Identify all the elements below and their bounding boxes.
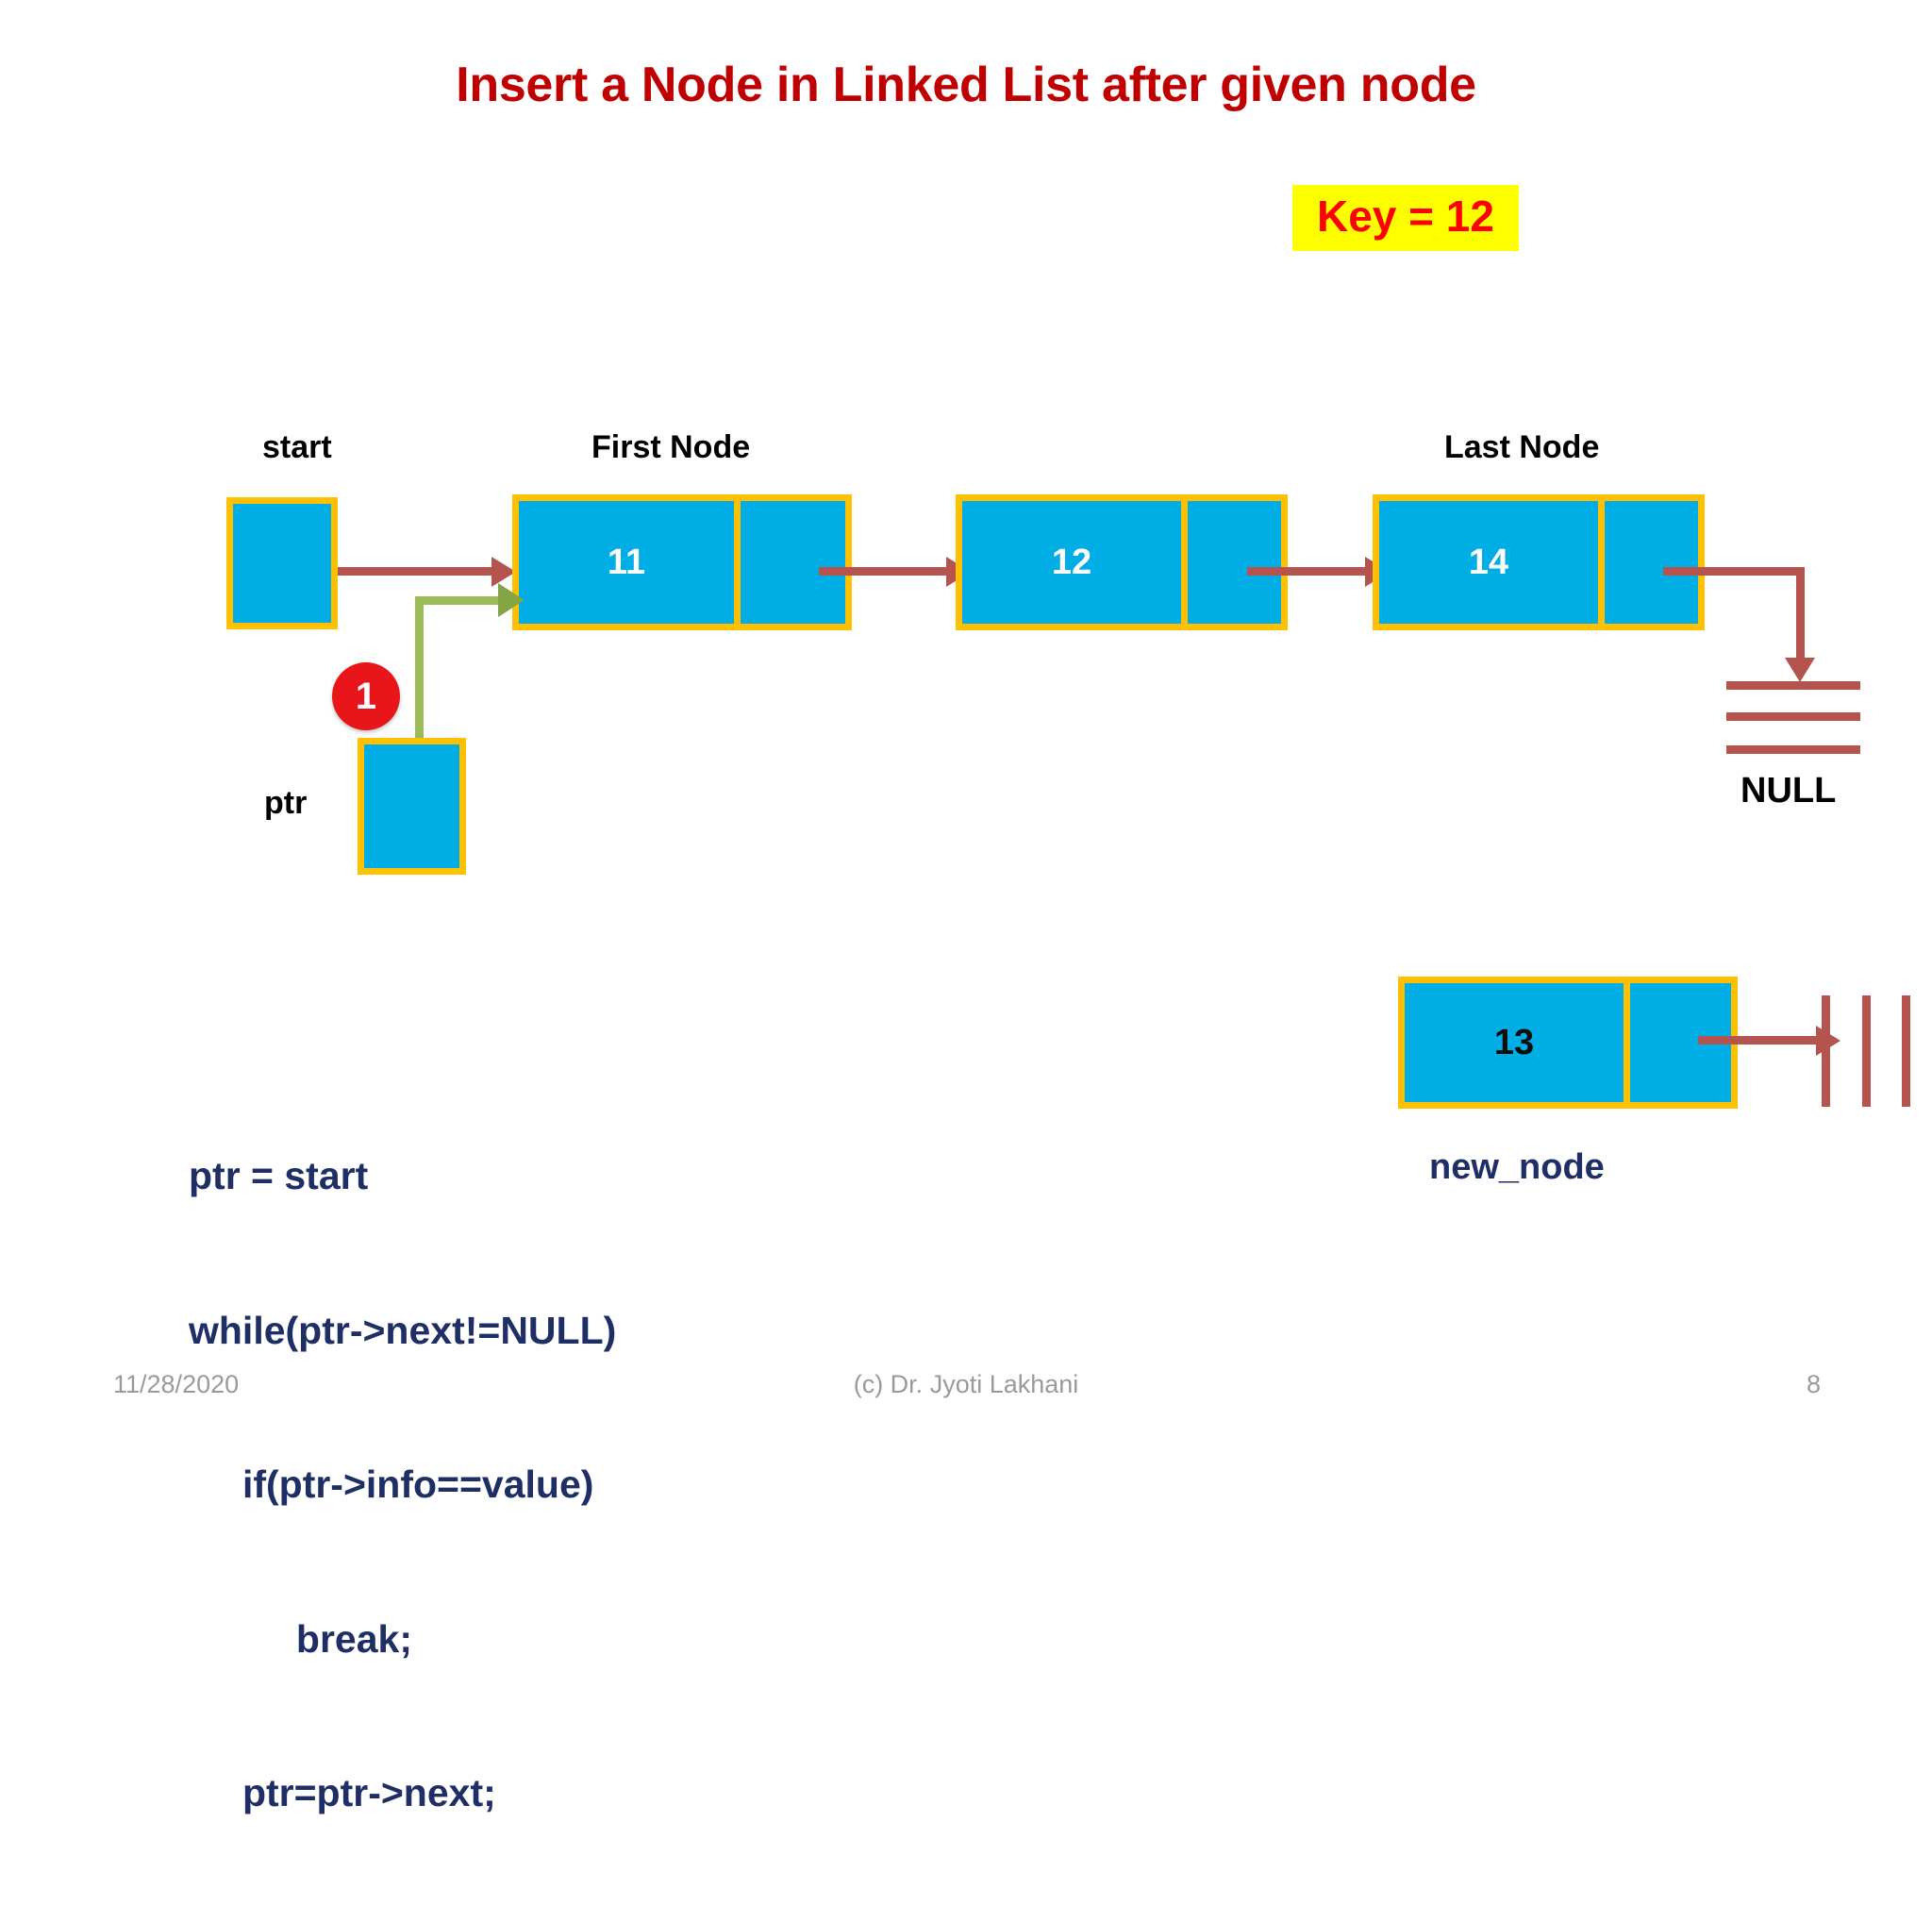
- new-node-label: new_node: [1429, 1147, 1605, 1187]
- code-line-2: while(ptr->next!=NULL): [189, 1308, 617, 1352]
- key-value-badge: Key = 12: [1292, 185, 1519, 251]
- null-symbol-bar-3: [1726, 745, 1860, 754]
- footer-page-number: 8: [1806, 1370, 1821, 1398]
- arrow-node3-to-null-head: [1785, 658, 1815, 682]
- caption-start: start: [262, 429, 332, 465]
- null-label: NULL: [1740, 771, 1837, 811]
- step-badge-1: 1: [332, 662, 400, 730]
- newnode-null-bar-2: [1862, 995, 1871, 1107]
- start-pointer-box: [226, 497, 338, 629]
- arrow-start-to-node1-head: [491, 557, 516, 587]
- list-node-1: 11: [512, 494, 852, 630]
- slide-footer: 11/28/2020 (c) Dr. Jyoti Lakhani 8: [0, 1370, 1932, 1417]
- node-1-divider: [734, 501, 741, 624]
- caption-first-node: First Node: [591, 429, 751, 465]
- arrow-ptr-to-node1-horizontal: [415, 596, 514, 605]
- arrow-start-to-node1-line: [338, 567, 493, 576]
- arrow-ptr-to-node1-head: [498, 583, 525, 617]
- list-node-3: 14: [1373, 494, 1705, 630]
- new-node-box: 13: [1398, 977, 1738, 1109]
- null-symbol-bar-2: [1726, 712, 1860, 721]
- new-node-data-cell: 13: [1405, 983, 1624, 1102]
- arrow-node2-to-node3-line: [1247, 567, 1372, 576]
- slide-canvas: Insert a Node in Linked List after given…: [0, 58, 1932, 1814]
- page-title: Insert a Node in Linked List after given…: [456, 58, 1476, 112]
- pseudocode-block: ptr = start while(ptr->next!=NULL) if(pt…: [189, 1047, 616, 1922]
- node-2-divider: [1181, 501, 1188, 624]
- arrow-node1-to-node2-line: [819, 567, 951, 576]
- ptr-pointer-box: [358, 738, 466, 875]
- node-1-data-cell: 11: [519, 501, 734, 624]
- arrow-newnode-to-null-line: [1698, 1036, 1825, 1045]
- node-3-link-cell: [1605, 501, 1698, 624]
- arrow-node3-to-null-h: [1663, 567, 1805, 576]
- node-2-link-cell: [1188, 501, 1281, 624]
- code-line-1: ptr = start: [189, 1154, 369, 1198]
- node-3-data-cell: 14: [1379, 501, 1598, 624]
- arrow-ptr-to-node1-vertical: [415, 596, 424, 738]
- caption-last-node: Last Node: [1444, 429, 1600, 465]
- footer-date: 11/28/2020: [113, 1370, 240, 1398]
- node-3-divider: [1598, 501, 1605, 624]
- newnode-null-bar-3: [1902, 995, 1910, 1107]
- null-symbol-bar-1: [1726, 681, 1860, 690]
- code-line-4: break;: [189, 1616, 412, 1661]
- node-2-data-cell: 12: [962, 501, 1181, 624]
- arrow-node3-to-null-v: [1796, 567, 1805, 661]
- caption-ptr: ptr: [264, 785, 308, 821]
- node-1-link-cell: [741, 501, 845, 624]
- newnode-null-bar-1: [1822, 995, 1830, 1107]
- code-line-5: ptr=ptr->next;: [189, 1771, 496, 1815]
- list-node-2: 12: [956, 494, 1288, 630]
- code-line-3: if(ptr->info==value): [189, 1462, 594, 1507]
- new-node-divider: [1624, 983, 1630, 1102]
- footer-credit: (c) Dr. Jyoti Lakhani: [853, 1370, 1079, 1398]
